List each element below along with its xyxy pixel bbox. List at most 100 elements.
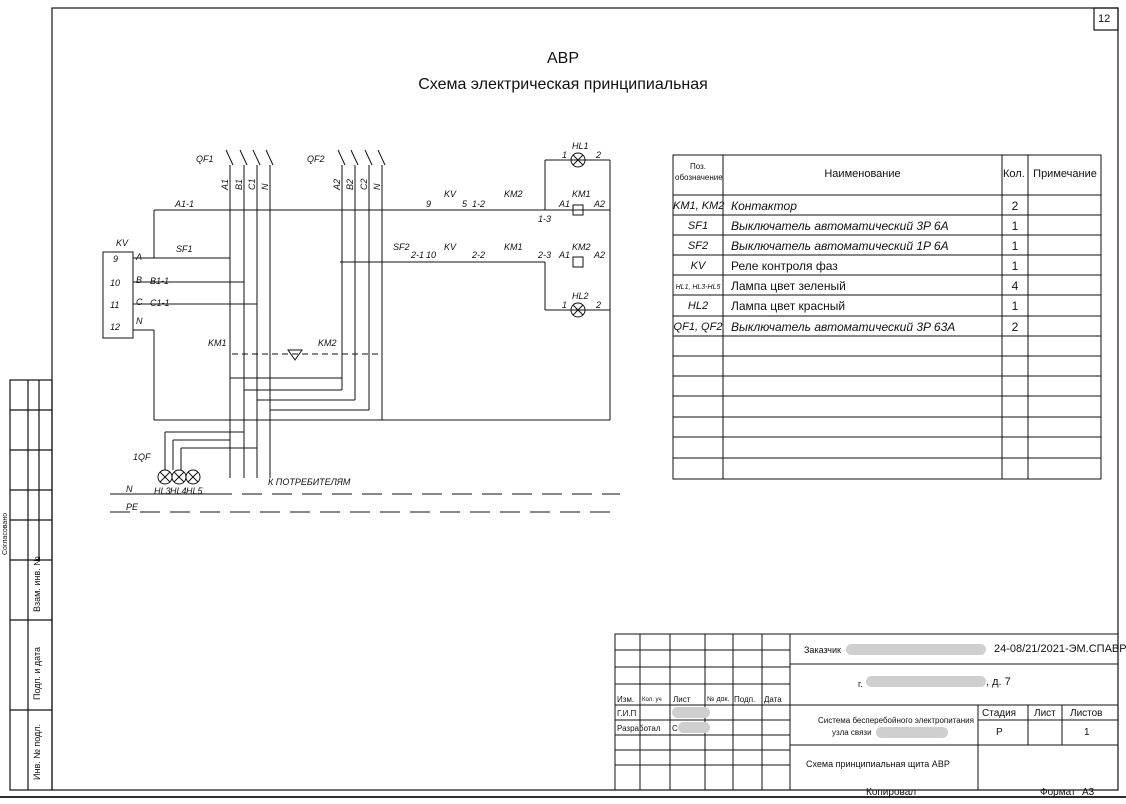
spec-pos: HL1, HL3-HL5 — [675, 284, 721, 291]
redacted-node — [876, 727, 948, 738]
qf2-label: QF2 — [307, 154, 325, 164]
spec-header-note: Примечание — [1033, 168, 1097, 180]
hl3-label: HL3 — [154, 486, 171, 496]
sheets-label: Листов — [1070, 708, 1103, 719]
spec-pos: KV — [690, 260, 706, 272]
wire-21: 2-1 — [410, 250, 424, 260]
spec-name: Контактор — [731, 199, 797, 213]
wire-13: 1-3 — [538, 214, 551, 224]
col-doc: № док. — [707, 696, 730, 703]
km2-contact-label: KM2 — [504, 189, 523, 199]
spec-name: Выключатель автоматический 3P 63A — [731, 320, 956, 334]
format-value: А3 — [1082, 787, 1095, 798]
sf1-label: SF1 — [176, 244, 193, 254]
km1-main-label: KM1 — [208, 338, 227, 348]
spec-header-pos: Поз. обозначение — [675, 162, 723, 182]
relay-in-c: C — [136, 297, 143, 307]
bus-n-label: N — [126, 484, 133, 494]
phase-c1: C1 — [247, 178, 257, 190]
spec-qty: 2 — [1011, 320, 1019, 334]
redacted-customer — [846, 644, 986, 655]
drawing-title: АВР — [546, 50, 579, 67]
spec-pos: SF2 — [687, 240, 709, 252]
col-podp: Подп. — [734, 695, 756, 704]
spec-qty: 1 — [1011, 219, 1019, 233]
relay-term-12: 12 — [110, 322, 120, 332]
kv-contact-label: KV — [444, 189, 457, 199]
wire-22: 2-2 — [471, 250, 485, 260]
spec-name: Выключатель автоматический 1P 6A — [731, 239, 949, 253]
schematic-labels: QF1 QF2 1QF SF1 SF2 KV KV KV KM2 KM1 KM1… — [110, 141, 605, 512]
phase-labels: A1 B1 C1 N A2 B2 C2 N — [220, 178, 382, 191]
relay-in-a: A — [135, 252, 142, 262]
developer-initial: С — [672, 724, 678, 733]
coil1-a2: A2 — [593, 199, 605, 209]
contact-10: 10 — [426, 250, 436, 260]
spec-name: Лампа цвет зеленый — [731, 279, 846, 293]
km2-main-label: KM2 — [318, 338, 337, 348]
wire-a11: A1-1 — [174, 199, 194, 209]
side-agreed: Согласовано — [2, 512, 9, 555]
col-kol: Кол. уч — [642, 697, 662, 703]
drawing-name: Схема принципиальная щита АВР — [806, 759, 950, 769]
lamp-symbols — [157, 152, 586, 485]
redacted-address — [866, 676, 986, 687]
qf-group-label: 1QF — [133, 452, 151, 462]
copied-label: Копировал — [866, 787, 917, 798]
spec-qty: 1 — [1011, 259, 1019, 273]
spec-pos: HL2 — [687, 300, 709, 312]
coil2-a2: A2 — [593, 250, 605, 260]
phase-a1: A1 — [220, 179, 230, 191]
spec-name: Выключатель автоматический 3P 6A — [731, 219, 949, 233]
format-label: Формат — [1040, 787, 1076, 798]
spec-pos: QF1, QF2 — [673, 321, 723, 333]
phase-a2: A2 — [332, 179, 342, 191]
stage-label: Стадия — [982, 708, 1017, 719]
relay-in-n: N — [136, 316, 143, 326]
phase-n1: N — [260, 183, 270, 190]
wire-b11: B1-1 — [150, 276, 169, 286]
city-prefix: г. — [858, 679, 863, 689]
redacted-gip — [672, 707, 710, 718]
role-gip: Г.И.П — [617, 709, 637, 718]
drawing-frame — [0, 7, 1126, 798]
hl5-label: HL5 — [186, 486, 204, 496]
kv-contact2-label: KV — [444, 242, 457, 252]
stage-value: Р — [996, 727, 1003, 738]
phase-b2: B2 — [345, 179, 355, 190]
relay-term-11: 11 — [110, 300, 119, 310]
phase-n2: N — [372, 183, 382, 190]
hl2-pin2: 2 — [595, 300, 601, 310]
bus-pe-label: PE — [126, 502, 139, 512]
hl1-pin1: 1 — [562, 150, 567, 160]
wire-23: 2-3 — [537, 250, 551, 260]
coil1-a1: A1 — [558, 199, 570, 209]
contact-9: 9 — [426, 199, 431, 209]
spec-name: Лампа цвет красный — [731, 299, 846, 313]
km1-coil-label: KM1 — [572, 189, 591, 199]
redacted-developer — [678, 722, 710, 733]
system-line1: Система бесперебойного электропитания — [818, 716, 974, 725]
schematic-wires — [102, 149, 620, 513]
side-replaced-inv: Взам. инв. № — [32, 556, 42, 612]
hl2-pin1: 1 — [562, 300, 567, 310]
house-number: , д. 7 — [986, 676, 1011, 688]
spec-pos: KM1, KM2 — [673, 200, 725, 212]
drawing-subtitle: Схема электрическая принципиальная — [418, 76, 708, 93]
spec-qty: 4 — [1011, 279, 1019, 293]
relay-term-10: 10 — [110, 278, 120, 288]
doc-code: 24-08/21/2021-ЭМ.СПАВР — [994, 643, 1126, 655]
relay-in-b: B — [136, 275, 142, 285]
kv-relay-label: KV — [116, 238, 129, 248]
coil2-a1: A1 — [558, 250, 570, 260]
spec-header-qty: Кол. — [1003, 168, 1025, 180]
col-izm: Изм. — [617, 695, 635, 704]
side-sign-date: Подп. и дата — [32, 646, 42, 700]
consumer-label: К ПОТРЕБИТЕЛЯМ — [268, 477, 351, 487]
role-developer: Разработал — [617, 724, 661, 733]
contact-5: 5 — [462, 199, 468, 209]
spec-table-grid — [672, 154, 1102, 480]
spec-name: Реле контроля фаз — [731, 259, 838, 273]
phase-b1: B1 — [234, 179, 244, 190]
